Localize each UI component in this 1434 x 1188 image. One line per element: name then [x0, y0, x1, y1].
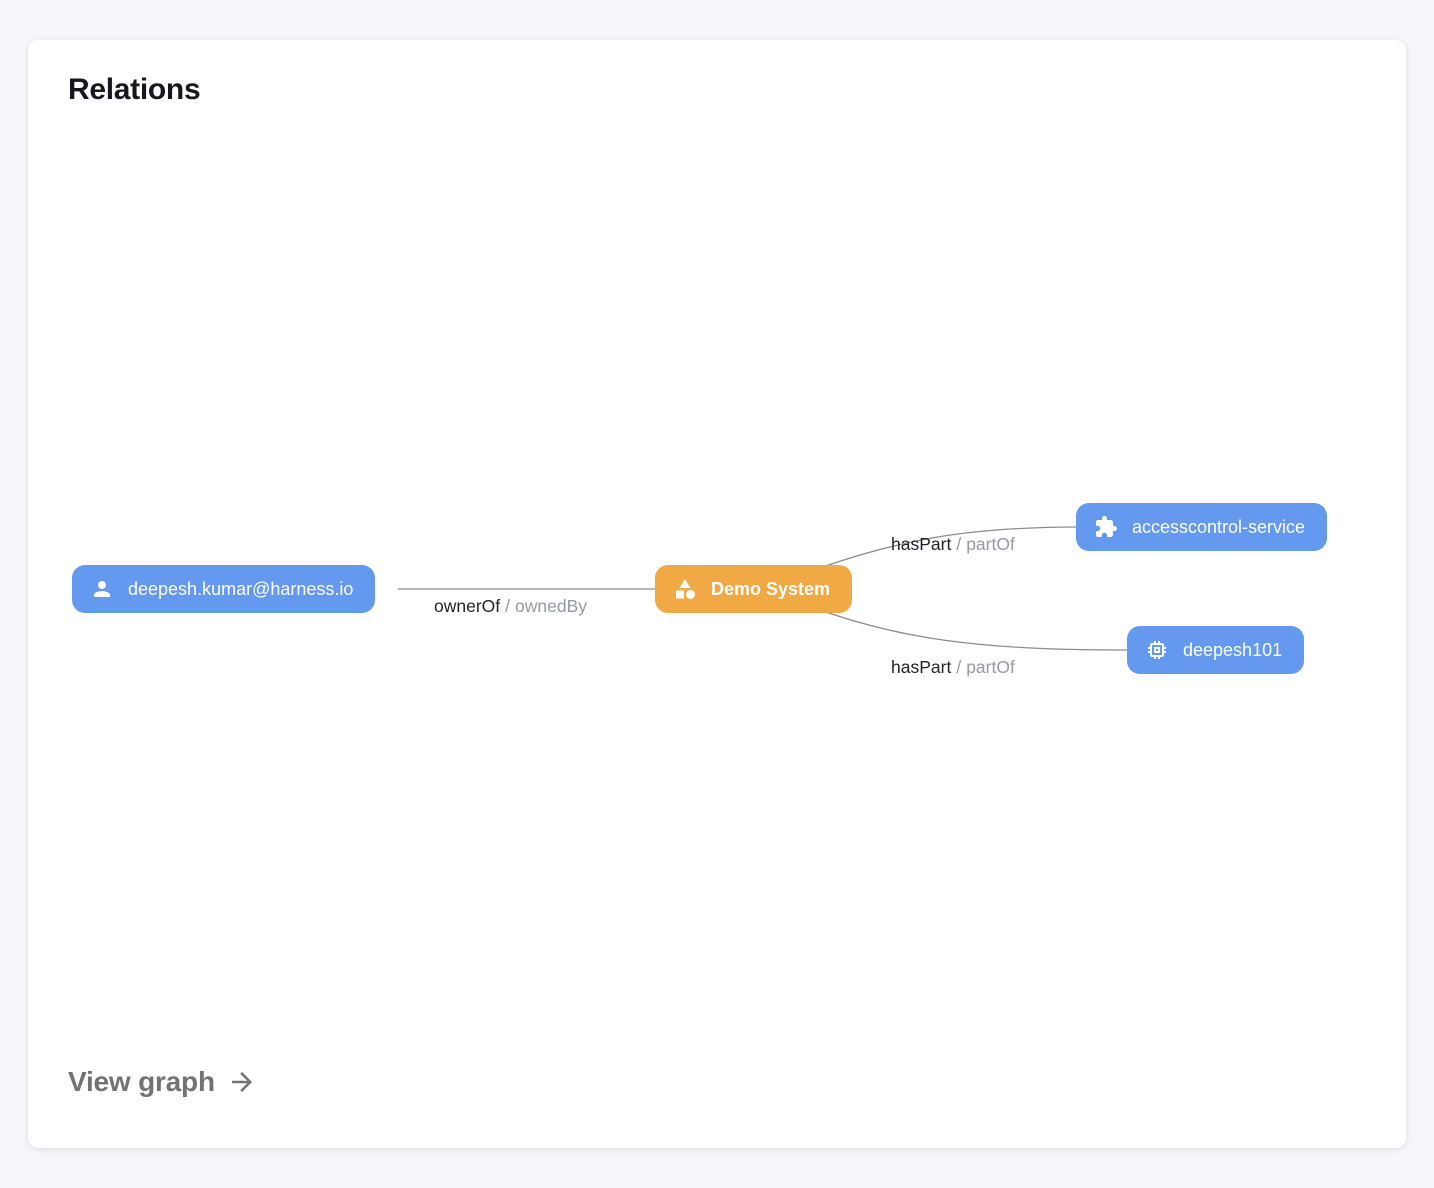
edge-label-haspart-resource: hasPart / partOf: [891, 657, 1015, 678]
entity-node-system[interactable]: Demo System: [655, 565, 853, 613]
edge-label-separator: /: [956, 657, 962, 677]
entity-node-resource[interactable]: deepesh101: [1127, 626, 1305, 674]
category-icon: [676, 579, 695, 599]
edge-label-separator: /: [505, 596, 511, 616]
edge-label-ownerof: ownerOf / ownedBy: [434, 596, 587, 617]
entity-node-label: deepesh.kumar@harness.io: [128, 578, 354, 599]
edge-label-primary: ownerOf: [434, 596, 501, 616]
entity-node-label: accesscontrol-service: [1132, 516, 1306, 537]
view-graph-link[interactable]: View graph: [68, 1066, 257, 1098]
entity-node-service[interactable]: accesscontrol-service: [1076, 503, 1328, 551]
relation-edges: [398, 526, 1132, 651]
relations-card: Relations deepesh.kumar@harness.io Demo …: [28, 40, 1406, 1148]
view-graph-label: View graph: [68, 1066, 215, 1097]
entity-node-label: Demo System: [711, 578, 831, 599]
edge-haspart-resource: [797, 601, 1132, 651]
edge-haspart-service: [797, 526, 1081, 577]
extension-icon: [1096, 516, 1117, 537]
relations-graph: deepesh.kumar@harness.io Demo System acc…: [28, 40, 1406, 1148]
entity-node-user[interactable]: deepesh.kumar@harness.io: [72, 565, 376, 613]
memory-icon: [1148, 641, 1166, 659]
edge-label-secondary: partOf: [966, 534, 1015, 554]
arrow-forward-icon: [231, 1072, 252, 1092]
edge-label-primary: hasPart: [891, 657, 952, 677]
page-title: Relations: [68, 73, 201, 106]
edge-label-secondary: ownedBy: [515, 596, 588, 616]
edge-label-haspart-service: hasPart / partOf: [891, 534, 1015, 555]
edge-label-secondary: partOf: [966, 657, 1015, 677]
edge-label-separator: /: [956, 534, 962, 554]
entity-node-label: deepesh101: [1183, 639, 1283, 660]
edge-label-primary: hasPart: [891, 534, 952, 554]
person-icon: [94, 581, 110, 597]
